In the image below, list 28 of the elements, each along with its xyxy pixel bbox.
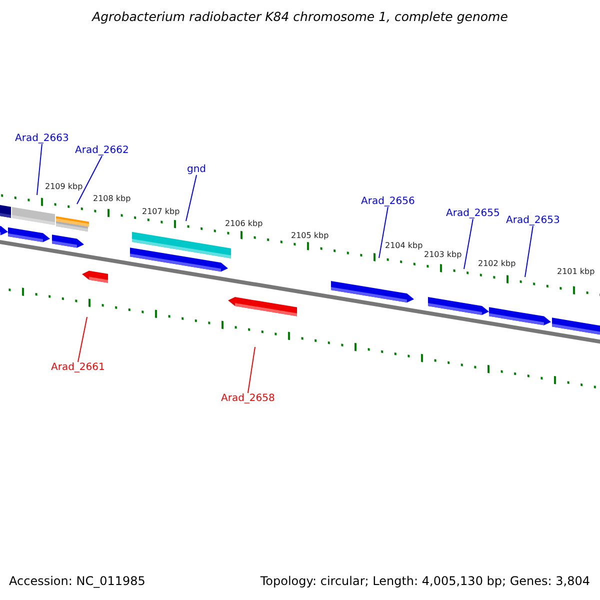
accession-text: Accession: NC_011985 (9, 575, 146, 588)
leader-line (378, 206, 388, 258)
genome-summary-text: Topology: circular; Length: 4,005,130 bp; Genes: 3,804 (260, 575, 590, 588)
scale-label: 2104 kbp (385, 242, 423, 251)
scale-label: 2101 kbp (557, 268, 595, 277)
gene-label: gnd (187, 164, 206, 175)
gene-label: Arad_2658 (221, 393, 275, 404)
diagram-title: Agrobacterium radiobacter K84 chromosome 1, complete genome (90, 10, 509, 24)
scale-label: 2109 kbp (45, 183, 83, 192)
leader-line (464, 218, 474, 270)
gene-label: Arad_2655 (446, 208, 500, 219)
leader-line (76, 156, 102, 204)
gene-label: Arad_2663 (15, 133, 69, 144)
scale-label: 2108 kbp (93, 195, 131, 204)
leader-line (36, 144, 42, 196)
gene-label: Arad_2662 (75, 145, 129, 156)
gene-label: Arad_2661 (51, 362, 105, 373)
scale-label: 2102 kbp (478, 260, 516, 269)
scale-label: 2103 kbp (424, 251, 462, 260)
leader-line (247, 346, 256, 394)
gene-label: Arad_2653 (506, 215, 560, 226)
scale-label: 2105 kbp (291, 232, 329, 241)
leader-line (524, 226, 534, 278)
scale-label: 2107 kbp (142, 208, 180, 217)
gene-label: Arad_2656 (361, 196, 415, 207)
leader-line (186, 174, 198, 222)
leader-line (77, 316, 88, 362)
scale-label: 2106 kbp (225, 220, 263, 229)
